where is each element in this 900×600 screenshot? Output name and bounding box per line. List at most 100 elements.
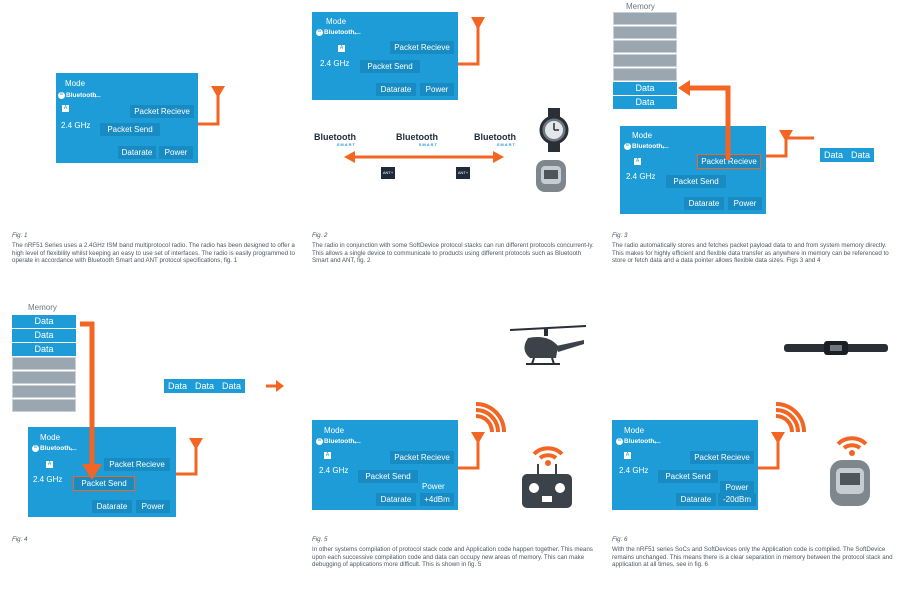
antenna-icon <box>458 432 485 470</box>
frequency-label: 2.4 GHz <box>319 466 349 475</box>
smart-text: SMART <box>336 142 356 147</box>
antenna-icon <box>766 130 814 158</box>
ant-icon: A <box>634 158 641 165</box>
flow-arrow-icon <box>678 80 731 160</box>
ant-icon: A <box>624 452 631 459</box>
wifi-signal-icon <box>475 402 506 433</box>
packet-send-chip: Packet Send <box>666 175 726 188</box>
arrow-icon: ← <box>352 26 363 38</box>
memory-block: Data Data Data <box>12 315 76 413</box>
bluetooth-logo-text: Bluetooth <box>474 132 516 142</box>
packet-receive-chip: Packet Recieve <box>104 458 170 471</box>
mode-label: Mode <box>326 17 347 26</box>
memory-cell-data: Data <box>613 82 677 95</box>
memory-cell <box>613 12 677 25</box>
frequency-label: 2.4 GHz <box>626 172 656 181</box>
fig-number: Fig. 2 <box>312 232 328 239</box>
ant-icon: A <box>338 45 345 52</box>
caption-fig2: Fig. 2 The radio in conjunction with som… <box>312 232 597 265</box>
mode-label: Mode <box>324 426 345 435</box>
memory-cell-data: Data <box>12 329 76 342</box>
arrow-icon <box>266 380 284 392</box>
power-value-chip: -20dBm <box>718 493 756 506</box>
memory-cell <box>12 371 76 384</box>
frequency-label: 2.4 GHz <box>61 121 91 130</box>
packet-send-chip: Packet Send <box>360 60 420 73</box>
memory-cell-data: Data <box>12 343 76 356</box>
packet-receive-chip: Packet Recieve <box>390 41 454 54</box>
wifi-signal-icon <box>532 446 564 466</box>
watch-icon <box>539 108 569 152</box>
wifi-signal-icon <box>775 402 806 433</box>
caption-text: The radio in conjunction with some SoftD… <box>312 242 594 265</box>
mode-label: Mode <box>65 79 86 88</box>
caption-text: With the nRF51 series SoCs and SoftDevic… <box>612 546 893 569</box>
mode-label: Mode <box>632 131 653 140</box>
datarate-chip: Datarate <box>684 197 724 210</box>
memory-label: Memory <box>28 303 57 312</box>
power-chip: Power <box>159 146 193 159</box>
antenna-icon <box>176 438 203 476</box>
bluetooth-icon: Bluetooth <box>58 92 96 99</box>
datarate-chip: Datarate <box>118 146 156 159</box>
frequency-label: 2.4 GHz <box>320 59 350 68</box>
data-strip: Data Data Data <box>164 379 246 393</box>
double-arrow-icon <box>344 151 504 163</box>
arrow-icon: ← <box>352 435 363 447</box>
memory-cell <box>613 40 677 53</box>
packet-receive-chip: Packet Recieve <box>690 451 754 464</box>
packet-send-chip: Packet Send <box>73 476 135 491</box>
flow-arrow-icon <box>80 321 102 480</box>
power-chip: Power <box>720 481 754 494</box>
memory-label: Memory <box>626 2 655 11</box>
smart-text: SMART <box>418 142 438 147</box>
memory-cell <box>12 399 76 412</box>
memory-block: Data Data <box>613 12 677 110</box>
memory-cell <box>613 26 677 39</box>
fig-number: Fig. 5 <box>312 536 328 543</box>
radio-panel-fig2: Mode Bluetooth ← A 2.4 GHz Packet Reciev… <box>312 12 458 100</box>
caption-fig6: Fig. 6 With the nRF51 series SoCs and So… <box>612 536 897 569</box>
bluetooth-icon: Bluetooth <box>316 438 354 445</box>
data-cell: Data <box>851 150 871 160</box>
packet-receive-chip: Packet Recieve <box>390 451 454 464</box>
ant-icon: A <box>46 461 53 468</box>
bluetooth-icon: Bluetooth <box>624 143 662 150</box>
caption-fig5: Fig. 5 In other systems compilation of p… <box>312 536 597 569</box>
memory-cell <box>613 54 677 67</box>
fig-number: Fig. 3 <box>612 232 628 239</box>
bluetooth-logo-text: Bluetooth <box>314 132 356 142</box>
bluetooth-icon: Bluetooth <box>32 445 70 452</box>
frequency-label: 2.4 GHz <box>33 475 63 484</box>
mode-label: Mode <box>40 433 61 442</box>
data-cell: Data <box>168 381 188 391</box>
caption-fig4: Fig. 4 <box>12 536 297 546</box>
memory-cell-data: Data <box>12 315 76 328</box>
remote-control-icon <box>522 464 572 508</box>
bluetooth-icon: Bluetooth <box>316 29 354 36</box>
arrow-icon: ← <box>92 89 103 101</box>
bluetooth-logo-text: Bluetooth <box>396 132 438 142</box>
radio-panel-fig3: Mode Bluetooth ← A 2.4 GHz Packet Reciev… <box>620 126 766 214</box>
data-strip: Data Data <box>820 148 875 162</box>
radio-panel-fig5: Mode Bluetooth ← A 2.4 GHz Packet Reciev… <box>312 420 458 510</box>
data-cell: Data <box>195 381 215 391</box>
fig-number: Fig. 1 <box>12 232 28 239</box>
memory-cell <box>613 68 677 81</box>
chest-strap-icon <box>784 341 888 355</box>
data-cell: Data <box>824 150 844 160</box>
packet-send-chip: Packet Send <box>358 470 418 483</box>
caption-text: In other systems compilation of protocol… <box>312 546 593 569</box>
memory-cell <box>12 385 76 398</box>
arrow-icon: ← <box>68 442 79 454</box>
datarate-chip: Datarate <box>92 500 132 513</box>
wristband-icon <box>830 460 870 506</box>
caption-text: The radio automatically stores and fetch… <box>612 242 889 265</box>
fig-number: Fig. 4 <box>12 536 28 543</box>
wifi-signal-icon <box>836 436 868 456</box>
radio-panel-fig1: Mode Bluetooth ← A 2.4 GHz Packet Reciev… <box>56 73 198 163</box>
packet-send-chip: Packet Send <box>100 123 160 136</box>
bluetooth-icon: Bluetooth <box>616 438 654 445</box>
